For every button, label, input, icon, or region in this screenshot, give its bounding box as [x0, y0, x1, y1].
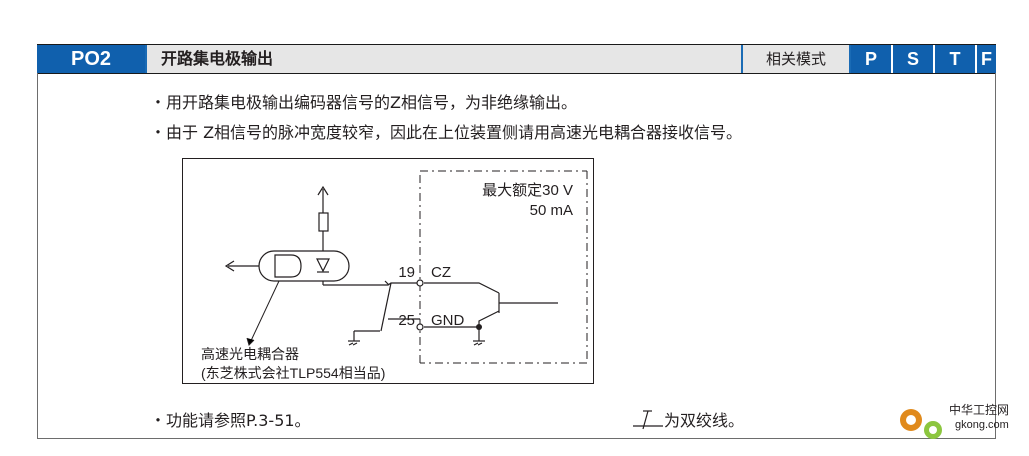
parameter-code: PO2 [37, 45, 145, 73]
description-line-2: ・由于 Z相信号的脉冲宽度较窄，因此在上位装置侧请用高速光电耦合器接收信号。 [150, 123, 743, 142]
twisted-pair-note: 为双绞线。 [632, 407, 744, 431]
circuit-diagram: 最大额定30 V 50 mA [182, 158, 594, 384]
device-boundary [419, 170, 588, 364]
gkong-watermark: 中华工控网 gkong.com [893, 398, 1021, 448]
parameter-body [37, 73, 996, 439]
gear-icon [900, 409, 942, 439]
coupler-leader-lines [246, 280, 280, 346]
pull-up-resistor [317, 185, 329, 251]
pin-19-number: 19 [398, 264, 415, 281]
mode-p: P [851, 45, 891, 73]
watermark-line-1: 中华工控网 [949, 402, 1009, 417]
pin-19-label: CZ [431, 264, 451, 281]
related-mode-label: 相关模式 [743, 45, 849, 73]
max-rating-text-2: 50 mA [530, 202, 573, 219]
parameter-header: PO2 开路集电极输出 相关模式 P S T F [37, 44, 996, 74]
terminal-25 [416, 323, 424, 331]
terminal-19 [416, 279, 424, 287]
twisted-pair-text: 为双绞线。 [664, 411, 745, 430]
mode-s: S [893, 45, 933, 73]
parameter-title: 开路集电极输出 [147, 45, 741, 73]
pin-25-number: 25 [398, 312, 415, 329]
mode-f: F [977, 45, 996, 73]
function-reference: ・功能请参照P.3-51。 [150, 411, 311, 430]
description-line-1: ・用开路集电极输出编码器信号的Z相信号，为非绝缘输出。 [150, 93, 577, 112]
coupler-label-2: (东芝株式会社TLP554相当品) [201, 365, 385, 381]
twisted-pair-icon [633, 410, 663, 430]
max-rating-text-1: 最大额定30 V [482, 182, 573, 199]
mode-t: T [935, 45, 975, 73]
ground-node [476, 324, 482, 330]
coupler-label-1: 高速光电耦合器 [201, 346, 299, 362]
optocoupler-symbol [224, 250, 350, 285]
pin-25-label: GND [431, 312, 465, 329]
watermark-line-2: gkong.com [955, 419, 1009, 431]
